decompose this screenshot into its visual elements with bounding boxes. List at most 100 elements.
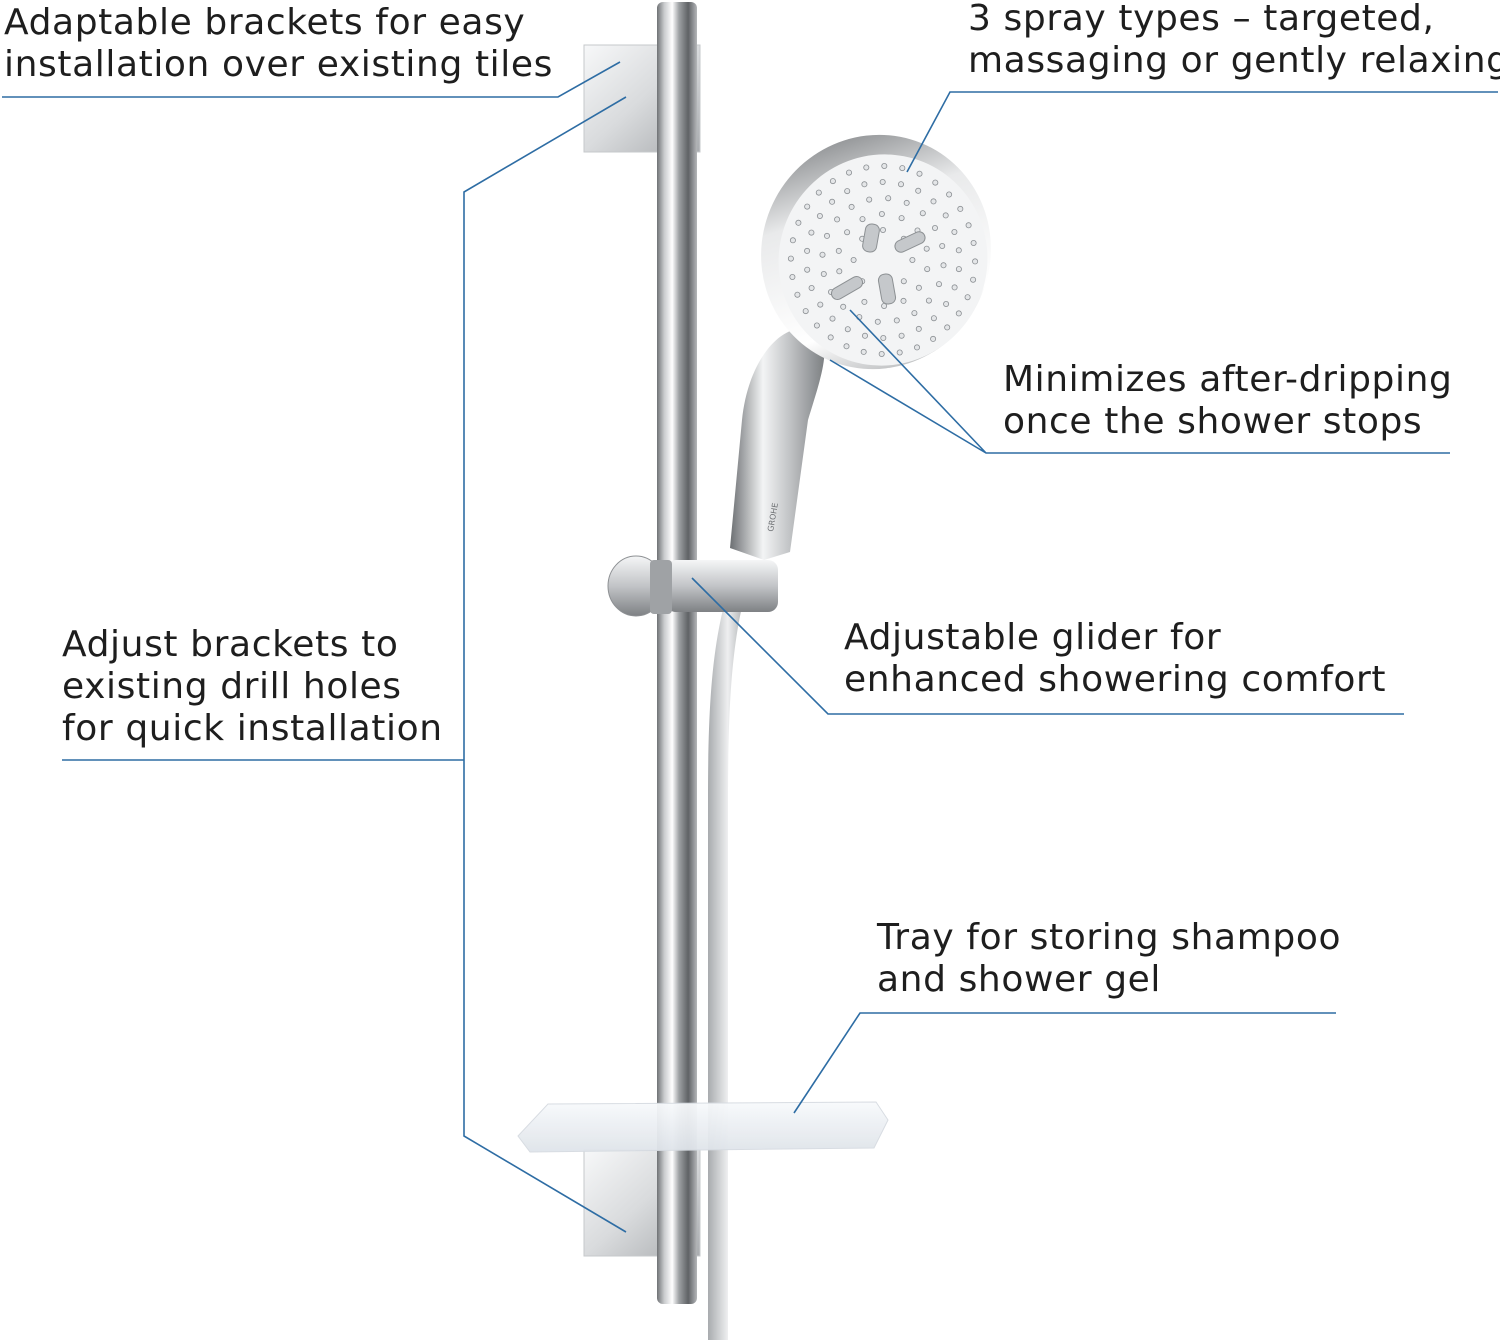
- callout-tray-line-1: Tray for storing shampoo: [877, 917, 1342, 958]
- leader-dripping: [829, 309, 1450, 454]
- nozzle-dot: [794, 291, 801, 298]
- nozzle-dot: [880, 334, 887, 341]
- nozzle-dot: [819, 251, 826, 258]
- nozzle-dot: [816, 212, 823, 219]
- nozzle-dot: [936, 281, 943, 288]
- nozzle-dot: [874, 318, 881, 325]
- nozzle-dot: [915, 187, 922, 194]
- nozzle-dot: [802, 308, 809, 315]
- nozzle-dot: [964, 294, 971, 301]
- nozzle-dot: [848, 203, 855, 210]
- nozzle-dot: [844, 326, 851, 333]
- nozzle-dot: [846, 169, 853, 176]
- nozzle-dot: [824, 232, 831, 239]
- nozzle-dot: [896, 349, 903, 356]
- nozzle-dot: [861, 298, 868, 305]
- adjustable-glider: [607, 555, 778, 617]
- nozzle-dot: [836, 268, 843, 275]
- nozzle-dot: [911, 310, 918, 317]
- spray-nozzles: [787, 162, 979, 357]
- nozzle-dot: [944, 324, 951, 331]
- nozzle-dot: [804, 266, 811, 273]
- callout-glider-line-1: Adjustable glider for: [844, 617, 1222, 658]
- callout-tray-line-2: and shower gel: [877, 959, 1162, 1000]
- nozzle-dot: [829, 178, 836, 185]
- nozzle-dot: [789, 237, 796, 244]
- nozzle-dot: [965, 222, 972, 229]
- nozzle-dot: [878, 210, 885, 217]
- callout-drill-line-2: existing drill holes: [62, 666, 402, 707]
- callout-brackets-line-1: Adaptable brackets for easy: [4, 2, 526, 43]
- callout-dripping-line-1: Minimizes after-dripping: [1003, 359, 1453, 400]
- callout-spray-line-1: 3 spray types – targeted,: [968, 0, 1435, 39]
- soap-tray: [517, 1101, 889, 1153]
- nozzle-dot: [957, 205, 964, 212]
- nozzle-dot: [881, 162, 888, 169]
- callout-dripping-line-2: once the shower stops: [1003, 401, 1423, 442]
- nozzle-dot: [932, 179, 939, 186]
- nozzle-dot: [916, 170, 923, 177]
- nozzle-dot: [972, 258, 979, 265]
- nozzle-dot: [850, 256, 857, 263]
- nozzle-dot: [955, 310, 962, 317]
- nozzle-dot: [970, 276, 977, 283]
- nozzle-dot: [795, 219, 802, 226]
- callout-drill-line-3: for quick installation: [62, 708, 443, 749]
- leader-tray: [793, 1012, 1336, 1114]
- nozzle-dot: [898, 215, 905, 222]
- shower-hose: [708, 560, 752, 1340]
- nozzle-dot: [885, 195, 892, 202]
- nozzle-dot: [946, 191, 953, 198]
- leader-lines: [2, 61, 1498, 1233]
- leader-glider: [691, 577, 1404, 715]
- callout-drill-holes: Adjust brackets to existing drill holes …: [62, 624, 443, 750]
- nozzle-dot: [813, 322, 820, 329]
- nozzle-dot: [880, 226, 887, 233]
- nozzle-dot: [804, 203, 811, 210]
- nozzle-dot: [808, 229, 815, 236]
- nozzle-dot: [817, 301, 824, 308]
- nozzle-dot: [866, 196, 873, 203]
- nozzle-dot: [898, 181, 905, 188]
- nozzle-dot: [914, 344, 921, 351]
- leader-drill: [62, 96, 627, 1233]
- leader-brackets: [2, 61, 621, 98]
- nozzle-dot: [808, 284, 815, 291]
- callout-glider-line-2: enhanced showering comfort: [844, 659, 1387, 700]
- nozzle-dot: [919, 210, 926, 217]
- nozzle-dot: [844, 229, 851, 236]
- shower-rail: [657, 2, 697, 1304]
- nozzle-dot: [940, 262, 947, 269]
- nozzle-dot: [878, 350, 885, 357]
- nozzle-dot: [930, 198, 937, 205]
- leader-spray: [906, 91, 1498, 173]
- hand-shower-handle: [730, 328, 825, 560]
- nozzle-dot: [915, 325, 922, 332]
- nozzle-dot: [863, 164, 870, 171]
- nozzle-dot: [843, 343, 850, 350]
- nozzle-dot: [844, 188, 851, 195]
- nozzle-dot: [925, 297, 932, 304]
- nozzle-dot: [829, 198, 836, 205]
- nozzle-dot: [924, 266, 931, 273]
- nozzle-dot: [930, 315, 937, 322]
- nozzle-dot: [970, 239, 977, 246]
- nozzle-dot: [898, 332, 905, 339]
- nozzle-dot: [859, 216, 866, 223]
- nozzle-dot: [861, 181, 868, 188]
- nozzle-dot: [893, 317, 900, 324]
- shower-head: [761, 134, 991, 370]
- nozzle-dot: [834, 216, 841, 223]
- nozzle-dot: [899, 165, 906, 172]
- nozzle-dot: [915, 284, 922, 291]
- callout-spray-line-2: massaging or gently relaxing: [968, 40, 1500, 81]
- nozzle-dot: [787, 255, 794, 262]
- nozzle-dot: [804, 247, 811, 254]
- callout-spray-types: 3 spray types – targeted, massaging or g…: [968, 0, 1500, 82]
- nozzle-dot: [829, 315, 836, 322]
- nozzle-dot: [900, 297, 907, 304]
- nozzle-dot: [939, 242, 946, 249]
- nozzle-dot: [815, 189, 822, 196]
- nozzle-dot: [862, 332, 869, 339]
